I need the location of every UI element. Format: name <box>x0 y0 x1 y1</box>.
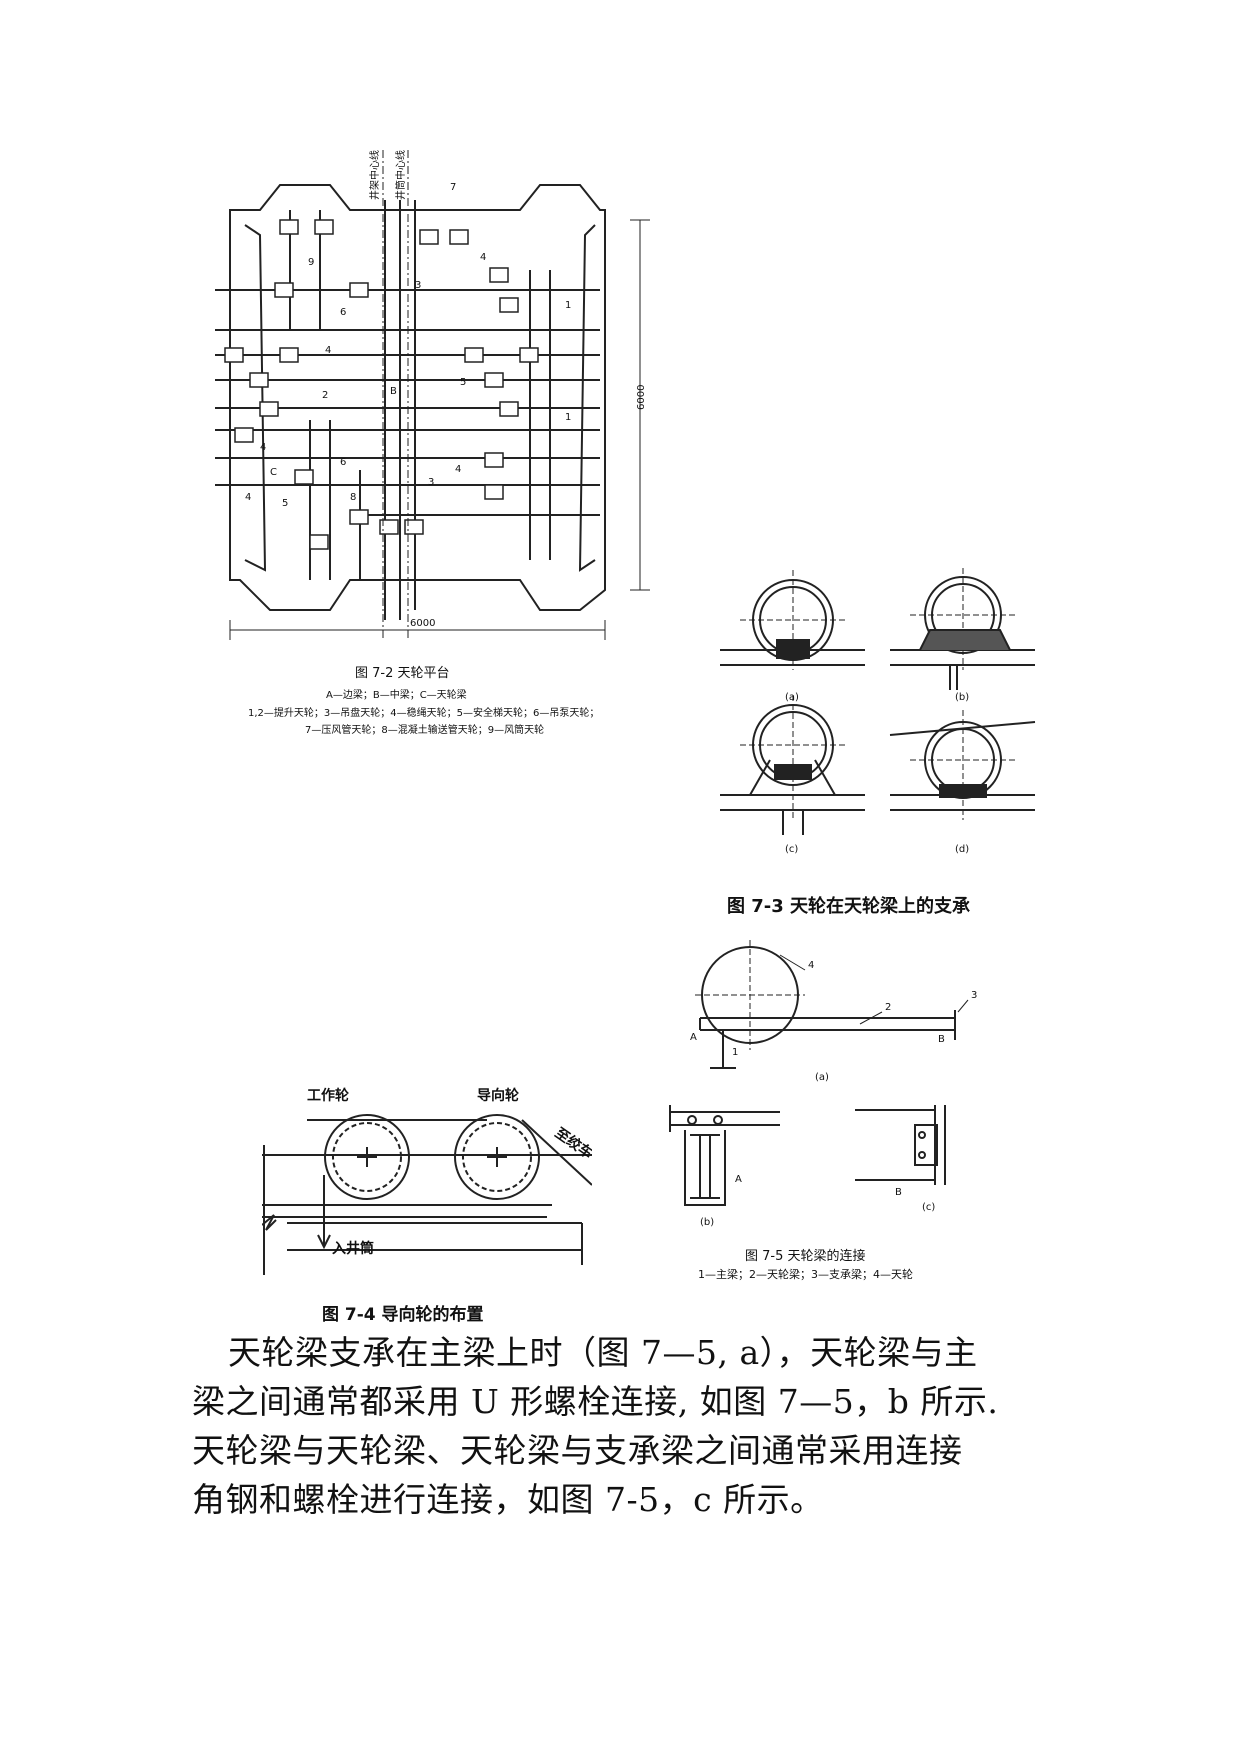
part-label: 1 <box>565 300 571 311</box>
figure-7-2-legend-line-3: 7—压风管天轮；8—混凝土输送管天轮；9—风筒天轮 <box>305 725 545 736</box>
figure-7-5-legend: 1—主梁；2—天轮梁；3—支承梁；4—天轮 <box>698 1268 913 1281</box>
fig75-point-a: A <box>690 1032 697 1043</box>
part-label: 4 <box>455 464 461 475</box>
to-winch-label: 至绞车 <box>552 1124 592 1162</box>
fig75-num-1: 1 <box>732 1047 738 1058</box>
part-label: 5 <box>282 498 288 509</box>
fig75-num-4: 4 <box>808 960 814 971</box>
dim-vertical: 6000 <box>636 385 647 410</box>
figure-7-4: 工作轮 导向轮 至绞车 入井筒 <box>262 1075 592 1285</box>
fig73-sub-d: (d) <box>955 844 969 855</box>
part-number-labels: 7 9 3 4 1 6 4 5 2 B 4 1 4 C 6 8 3 4 5 <box>245 182 571 509</box>
part-label: 2 <box>322 390 328 401</box>
figure-7-2-caption: 图 7-2 天轮平台 <box>355 666 450 681</box>
part-label: 3 <box>415 280 421 291</box>
part-label: B <box>390 386 397 397</box>
paragraph-line-4: 角钢和螺栓进行连接，如图 7-5，c 所示。 <box>192 1480 824 1519</box>
figure-7-4-caption: 图 7-4 导向轮的布置 <box>322 1305 484 1325</box>
paragraph-line-2: 梁之间通常都采用 U 形螺栓连接, 如图 7—5，b 所示. <box>192 1382 999 1421</box>
dim-horizontal: 6000 <box>410 618 435 629</box>
figure-7-5-caption: 图 7-5 天轮梁的连接 <box>745 1249 866 1264</box>
part-label: 4 <box>480 252 486 263</box>
working-wheel-label: 工作轮 <box>307 1087 349 1104</box>
part-label: 4 <box>245 492 251 503</box>
fig75-num-3: 3 <box>971 990 977 1001</box>
figure-7-2-legend-line-1: A—边梁；B—中梁；C—天轮梁 <box>326 690 467 701</box>
figure-7-3-caption: 图 7-3 天轮在天轮梁上的支承 <box>727 896 971 917</box>
figure-7-5: 4 2 3 1 A B A B (a) (b) (c) <box>660 940 1000 1240</box>
figure-7-4-drawing: 工作轮 导向轮 至绞车 入井筒 <box>262 1087 592 1275</box>
part-label: 1 <box>565 412 571 423</box>
figure-7-3-drawing: (a) (b) (c) (d) <box>720 568 1036 855</box>
figure-7-2-legend-line-2: 1,2—提升天轮；3—吊盘天轮；4—稳绳天轮；5—安全梯天轮；6—吊泵天轮； <box>248 708 600 719</box>
part-label: C <box>270 467 277 478</box>
part-label: 6 <box>340 457 346 468</box>
paragraph-line-3: 天轮梁与天轮梁、天轮梁与支承梁之间通常采用连接 <box>192 1431 963 1470</box>
figure-7-3: (a) (b) (c) (d) <box>715 560 1045 870</box>
part-label: 7 <box>450 182 456 193</box>
center-line-shaft-label: 井筒中心线 <box>394 150 407 200</box>
body-paragraph: 天轮梁支承在主梁上时（图 7—5, a），天轮梁与主 梁之间通常都采用 U 形螺… <box>192 1328 1072 1524</box>
fig73-sub-b: (b) <box>955 692 969 703</box>
part-label: 9 <box>308 257 314 268</box>
fig73-sub-a: (a) <box>785 692 799 703</box>
fig75-num-2: 2 <box>885 1002 891 1013</box>
fig75-label-a-b: A <box>735 1174 742 1185</box>
into-shaft-label: 入井筒 <box>332 1240 374 1257</box>
paragraph-line-1: 天轮梁支承在主梁上时（图 7—5, a），天轮梁与主 <box>228 1333 978 1372</box>
fig73-sub-c: (c) <box>785 844 798 855</box>
part-label: 3 <box>428 477 434 488</box>
part-label: 6 <box>340 307 346 318</box>
part-label: 8 <box>350 492 356 503</box>
part-label: 5 <box>460 377 466 388</box>
figure-7-5-drawing: 4 2 3 1 A B A B (a) (b) (c) <box>669 940 977 1228</box>
fig75-sub-a: (a) <box>815 1072 829 1083</box>
part-label: 4 <box>260 442 266 453</box>
figure-7-2-drawing: 6000 6000 井架中心线 井筒中心线 7 9 3 4 1 6 4 5 2 … <box>215 150 650 640</box>
part-label: 4 <box>325 345 331 356</box>
guide-wheel-label: 导向轮 <box>477 1087 519 1104</box>
fig75-label-b-c: B <box>895 1187 902 1198</box>
center-line-frame-label: 井架中心线 <box>368 150 381 200</box>
figure-7-2: 6000 6000 井架中心线 井筒中心线 7 9 3 4 1 6 4 5 2 … <box>200 140 660 660</box>
fig75-sub-c: (c) <box>922 1202 935 1213</box>
fig75-sub-b: (b) <box>700 1217 714 1228</box>
fig75-point-b: B <box>938 1034 945 1045</box>
